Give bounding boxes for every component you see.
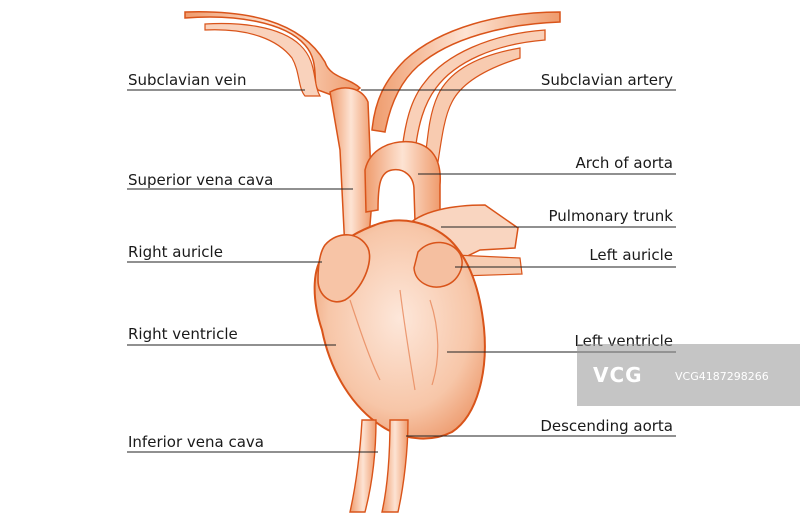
right-auricle-shape [317, 234, 371, 303]
descending-aorta-shape [381, 419, 409, 513]
label-left-auricle: Left auricle [589, 246, 673, 264]
label-inferior-vena-cava: Inferior vena cava [128, 433, 264, 451]
left-subclavian-branch-shape [424, 47, 521, 163]
inferior-vena-cava-shape [349, 419, 377, 513]
label-superior-vena-cava: Superior vena cava [128, 171, 274, 189]
label-arch-of-aorta: Arch of aorta [575, 154, 673, 172]
label-right-auricle: Right auricle [128, 243, 223, 261]
label-descending-aorta: Descending aorta [540, 417, 673, 435]
watermark-banner: VCG VCG4187298266 [577, 344, 800, 406]
watermark-logo: VCG [593, 363, 643, 387]
subclavian-vein-shape [184, 11, 362, 101]
ventricle-detail-shape [349, 289, 439, 391]
label-subclavian-artery: Subclavian artery [540, 71, 673, 89]
watermark-id: VCG4187298266 [675, 370, 769, 383]
subclavian-vein-upper-shape [204, 22, 322, 97]
subclavian-artery-shape [371, 11, 561, 133]
label-pulmonary-trunk: Pulmonary trunk [548, 207, 673, 225]
aortic-arch-shape [364, 140, 441, 223]
leader-lines [127, 89, 676, 453]
label-right-ventricle: Right ventricle [128, 325, 238, 343]
left-auricle-shape [413, 241, 463, 288]
label-subclavian-vein: Subclavian vein [128, 71, 247, 89]
